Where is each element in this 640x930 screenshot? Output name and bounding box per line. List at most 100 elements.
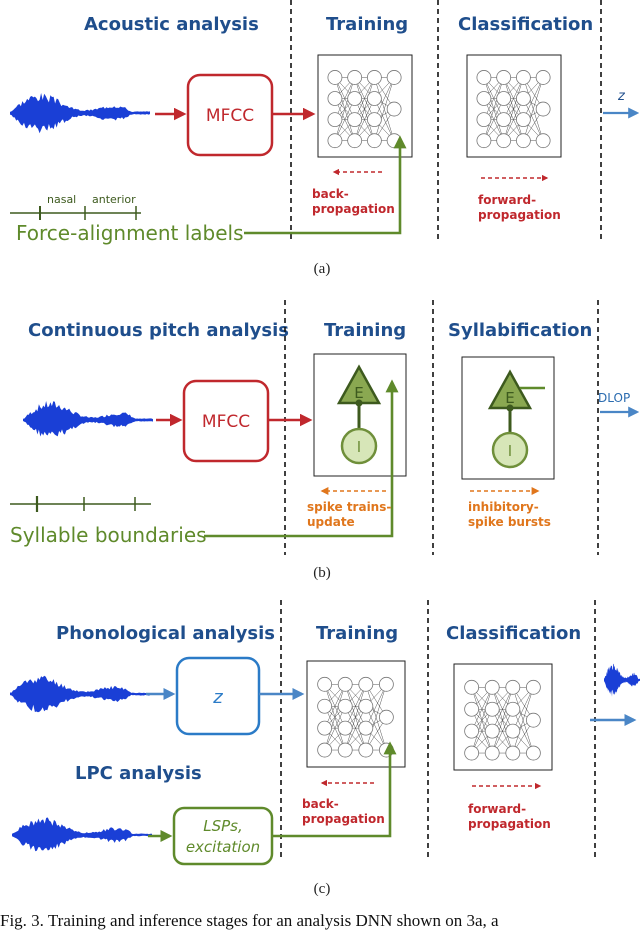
nn-edge: [374, 77, 395, 120]
title-training-a: Training: [326, 14, 408, 35]
nn-edge: [354, 77, 375, 120]
nn-node: [347, 70, 363, 85]
nn-node: [366, 70, 382, 85]
green-feedback-arrow-a: [244, 135, 407, 235]
dnn-training-c: [306, 660, 406, 768]
nn-edge: [491, 687, 514, 732]
title-classification-c: Classification: [446, 623, 581, 644]
lsp-line2: excitation: [186, 838, 260, 856]
nn-edge: [344, 684, 367, 751]
nn-node: [358, 742, 374, 758]
nn-node: [347, 133, 363, 149]
inhibitory-line1: inhibitory-: [468, 500, 539, 514]
nn-node: [347, 112, 363, 127]
nn-node: [535, 133, 551, 149]
forwardprop-line1-a: forward-: [478, 193, 536, 207]
dnn-training-a: [317, 54, 413, 158]
synapse-dot-train: [355, 399, 363, 407]
nn-node: [516, 70, 531, 85]
title-acoustic-analysis: Acoustic analysis: [84, 14, 259, 35]
waveform-c-bottom: [12, 817, 152, 852]
waveform-a: [10, 93, 150, 134]
backprop-line1-c: back-: [302, 797, 339, 811]
dnn-classification-a: [466, 54, 562, 158]
title-syllabification: Syllabification: [448, 320, 592, 341]
nn-node: [366, 91, 382, 106]
nn-edge: [503, 77, 524, 120]
syllable-boundaries-label: Syllable boundaries: [10, 523, 207, 547]
dnn-classification-c: [453, 663, 553, 771]
mfcc-label-b: MFCC: [202, 412, 250, 432]
nn-node: [476, 91, 492, 106]
backprop-line2-a: propagation: [312, 202, 395, 216]
nn-edge: [491, 709, 514, 754]
force-alignment-labels: Force-alignment labels: [16, 221, 244, 245]
nn-node: [347, 91, 363, 106]
nn-edge: [365, 706, 387, 751]
waveform-c-top: [10, 675, 150, 713]
output-z-label-a: z: [617, 89, 626, 104]
panel-b: Continuous pitch analysis Training Sylla…: [10, 300, 640, 581]
output-waveform-c: [604, 663, 640, 697]
nn-edge: [324, 684, 346, 729]
nn-node: [337, 720, 353, 736]
nn-node: [496, 70, 512, 85]
mfcc-label-a: MFCC: [206, 106, 254, 126]
nn-node: [525, 745, 541, 761]
title-training-c: Training: [316, 623, 398, 644]
nn-node: [378, 676, 394, 692]
nn-edge: [483, 77, 504, 120]
panel-a: Acoustic analysis Training Classificatio…: [10, 0, 640, 277]
nn-edge: [354, 98, 375, 141]
caption-b: (b): [313, 565, 331, 581]
nn-edge: [324, 684, 346, 751]
nn-node: [525, 712, 541, 728]
nn-edge: [523, 77, 544, 120]
nn-edge: [503, 77, 524, 141]
nn-edge: [354, 77, 375, 141]
nn-edge: [374, 98, 395, 141]
nn-edge: [344, 706, 367, 751]
nn-edge: [523, 77, 544, 141]
nn-node: [464, 723, 480, 739]
neuron-i-label-train: I: [357, 438, 361, 456]
nn-node: [484, 679, 500, 695]
nn-node: [337, 742, 353, 758]
nn-edge: [324, 706, 346, 751]
synapse-dot-syllab: [506, 404, 514, 412]
title-pitch-analysis: Continuous pitch analysis: [28, 320, 289, 341]
nn-node: [516, 91, 531, 106]
green-feedback-arrow-c: [272, 741, 397, 838]
neuron-e-label-train: E: [354, 384, 363, 402]
nn-node: [327, 133, 343, 149]
nn-node: [505, 679, 521, 695]
output-dlop-label: DLOP: [598, 391, 630, 405]
inhibitory-neuron-train: [340, 427, 378, 465]
green-feedback-arrow-b: [204, 379, 399, 538]
nn-node: [476, 112, 492, 127]
nn-edge: [374, 77, 395, 141]
nn-edge: [471, 687, 493, 732]
lsp-line1: LSPs,: [203, 817, 243, 835]
nn-node: [366, 133, 382, 149]
forwardprop-line1-c: forward-: [468, 802, 526, 816]
caption-c: (c): [314, 881, 331, 897]
nn-node: [516, 133, 531, 149]
nn-edge: [483, 98, 504, 141]
nn-node: [535, 70, 551, 85]
nn-node: [464, 679, 480, 695]
tick-label-nasal: nasal: [47, 193, 76, 206]
figure-caption: Fig. 3. Training and inference stages fo…: [0, 911, 499, 930]
title-classification-a: Classification: [458, 14, 593, 35]
nn-edge: [512, 687, 534, 732]
title-phonological-analysis: Phonological analysis: [56, 623, 275, 644]
nn-edge: [334, 77, 355, 141]
nn-node: [337, 676, 353, 692]
panel-c: Phonological analysis Training Classific…: [10, 600, 640, 897]
nn-edge: [483, 77, 504, 141]
nn-node: [496, 91, 512, 106]
nn-node: [366, 112, 382, 127]
nn-node: [317, 698, 333, 714]
nn-node: [535, 101, 551, 117]
